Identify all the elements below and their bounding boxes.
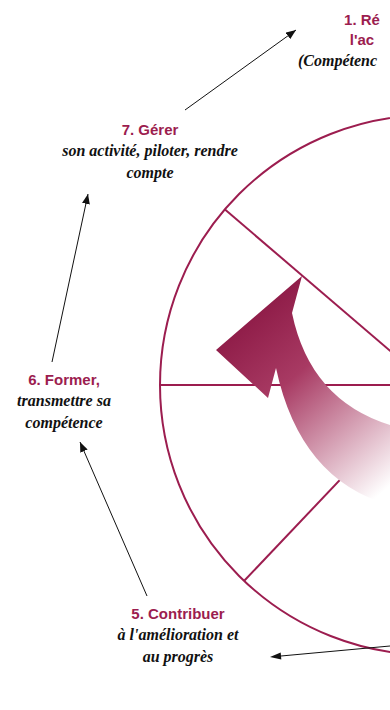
sector-divider bbox=[160, 384, 390, 386]
step-heading: 1. Ré l'ac bbox=[334, 10, 390, 50]
step-heading: 5. Contribuer bbox=[101, 604, 255, 624]
cycle-step: 5. Contribuerà l'amélioration et au prog… bbox=[93, 596, 263, 676]
step-description: (Compétenc bbox=[298, 50, 390, 72]
cycle-circle bbox=[160, 115, 390, 655]
cycle-step: 7. Gérerson activité, piloter, rendre co… bbox=[45, 110, 255, 194]
cycle-connector bbox=[185, 30, 296, 110]
leader-arrow bbox=[281, 646, 390, 656]
step-heading: 7. Gérer bbox=[55, 120, 245, 140]
step-description: transmettre sa compétence bbox=[8, 390, 120, 434]
cycle-connector bbox=[52, 194, 88, 362]
cycle-arrow bbox=[216, 276, 390, 505]
step-description: à l'amélioration et au progrès bbox=[116, 624, 241, 668]
cycle-connector bbox=[80, 442, 147, 596]
cycle-step: 6. Former,transmettre sa compétence bbox=[0, 362, 128, 442]
leader-arrowhead bbox=[270, 653, 281, 660]
cycle-step: 1. Ré l'ac(Compétenc bbox=[296, 6, 390, 76]
step-description: son activité, piloter, rendre compte bbox=[55, 140, 245, 184]
step-heading: 6. Former, bbox=[8, 370, 120, 390]
